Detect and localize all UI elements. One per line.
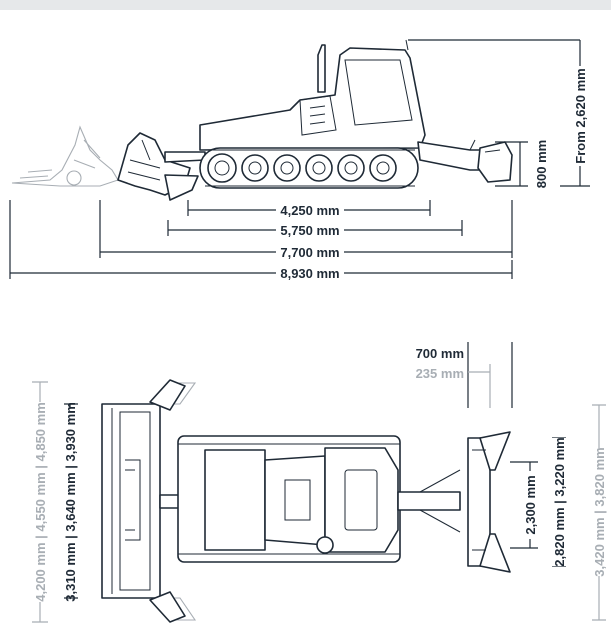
track-assembly [199,147,419,189]
height-text: From 2,620 mm [573,68,588,163]
label-blade-height: 800 mm [534,140,549,188]
rear-tiller-top [467,431,511,573]
label-tiller-widths: 2,820 mm | 3,220 mm [550,437,568,567]
top-view-machine [101,379,511,623]
tiller-widths-text: 2,820 mm | 3,220 mm [552,437,567,566]
label-overall-length: 8,930 mm [276,265,344,281]
offset-b-text: 235 mm [416,366,464,381]
label-track-width: 2,300 mm [521,471,539,539]
front-blade-top [101,379,186,623]
blade-height-text: 800 mm [534,140,549,188]
top-bar [0,0,611,10]
length-a-text: 5,750 mm [280,223,339,238]
vehicle-body-top [177,435,401,563]
side-view-machine [11,39,513,201]
side-dimensions [9,39,590,279]
rear-tiller [417,139,513,183]
blade-widths-text: 3,310 mm | 3,640 mm | 3,930 mm [63,402,78,602]
track-width-text: 2,300 mm [523,475,538,534]
label-blade-widths-grey: 4,200 mm | 4,550 mm | 4,850 mm [31,402,49,602]
offset-a-text: 700 mm [416,346,464,361]
rear-arm-top [397,491,461,511]
label-track-length: 4,250 mm [276,202,344,218]
overall-length-text: 8,930 mm [280,266,339,281]
track-length-text: 4,250 mm [280,203,339,218]
blade-widths-grey-text: 4,200 mm | 4,550 mm | 4,850 mm [33,402,48,602]
vehicle-body [199,39,426,151]
label-height: From 2,620 mm [571,66,589,166]
length-b-text: 7,700 mm [280,245,339,260]
blade-ghost-outline [11,125,119,187]
label-blade-widths: 3,310 mm | 3,640 mm | 3,930 mm [61,402,79,602]
label-tiller-width-grey: 3,420 mm | 3,820 mm [590,447,608,577]
tiller-width-grey-text: 3,420 mm | 3,820 mm [592,447,607,576]
label-length-a: 5,750 mm [276,222,344,238]
front-arm [164,151,206,163]
front-blade [117,132,199,201]
label-length-b: 7,700 mm [276,244,344,260]
